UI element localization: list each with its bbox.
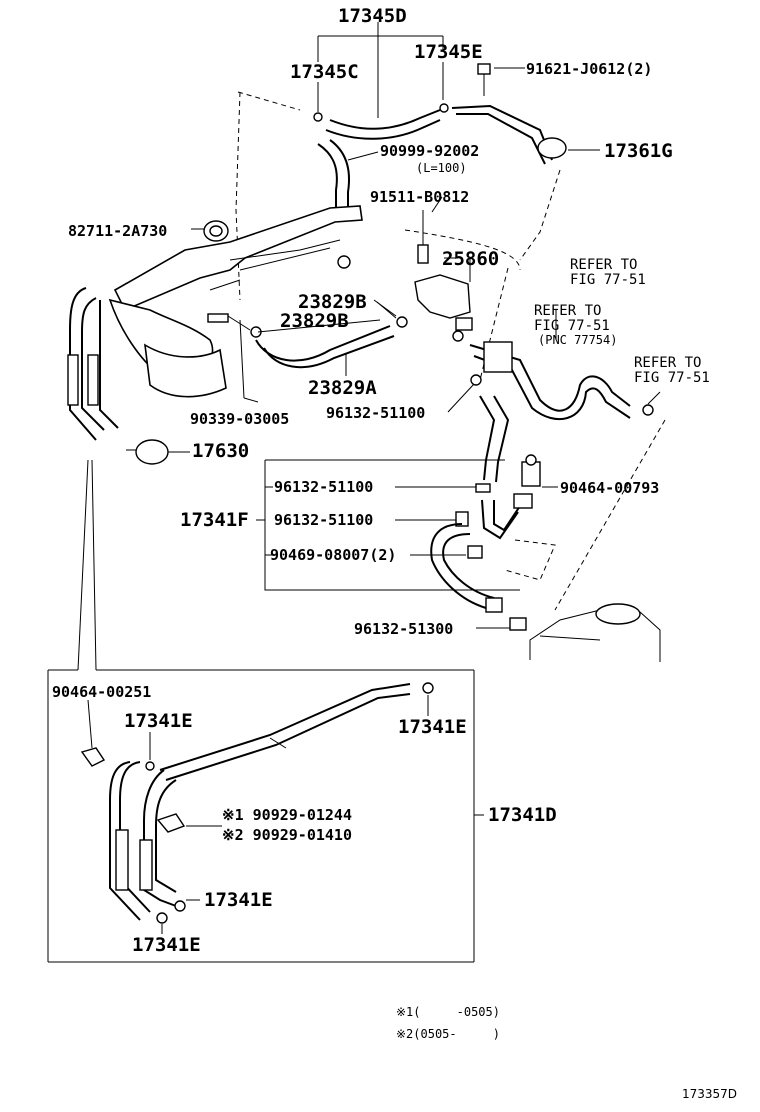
label-17341e-4: 17341E: [132, 934, 201, 956]
label-90999: 90999-92002: [380, 142, 479, 160]
filter-17630: [126, 439, 190, 465]
bracket-17345d: [317, 22, 444, 118]
label-17345d: 17345D: [338, 5, 407, 27]
label-17345c: 17345C: [290, 61, 359, 83]
note-2: ※2(0505- ): [396, 1027, 500, 1041]
label-23829b-1: 23829B: [298, 291, 367, 313]
label-90464-00251: 90464-00251: [52, 683, 151, 701]
hose-17345d: [313, 103, 449, 140]
label-17341e-3: 17341E: [204, 889, 273, 911]
ref-3-line2: FIG 77-51: [634, 370, 710, 386]
hose-23829a: [227, 299, 408, 376]
left-vent-hoses: [67, 287, 119, 441]
label-91511: 91511-B0812: [370, 188, 469, 206]
label-17630: 17630: [192, 440, 249, 462]
label-96132-51300: 96132-51300: [354, 620, 453, 638]
bracket-17361g: [451, 63, 600, 165]
label-96132-a: 96132-51100: [326, 404, 425, 422]
leader-17341f: [256, 486, 510, 629]
label-17341f: 17341F: [180, 509, 249, 531]
figure-id: 173357D: [682, 1087, 737, 1101]
label-96132-b: 96132-51100: [274, 478, 373, 496]
ref-2-line3: (PNC 77754): [538, 333, 617, 347]
vsv-25860: [414, 210, 473, 342]
ref-1-line1: REFER TO: [570, 257, 637, 273]
group-box-17341f-frame: [264, 459, 520, 591]
hose-96132: [455, 374, 533, 559]
label-91621: 91621-J0612(2): [526, 60, 652, 78]
inset-hoses-17341d: [80, 682, 434, 934]
label-82711: 82711-2A730: [68, 222, 167, 240]
hose-17341f: [430, 523, 527, 631]
label-23829a: 23829A: [308, 377, 377, 399]
ref-3-line1: REFER TO: [634, 355, 701, 371]
label-90464-00793: 90464-00793: [560, 479, 659, 497]
hose-90999: [317, 139, 379, 210]
fuel-tank-portion: [529, 603, 661, 662]
hose-right-refer: [469, 310, 654, 421]
label-17341d: 17341D: [488, 804, 557, 826]
label-90469: 90469-08007(2): [270, 546, 396, 564]
label-17341e-1: 17341E: [124, 710, 193, 732]
label-90929-2: ※2 90929-01410: [222, 826, 352, 844]
label-23829b-2: 23829B: [280, 310, 349, 332]
label-96132-c: 96132-51100: [274, 511, 373, 529]
label-90339: 90339-03005: [190, 410, 289, 428]
cap-82711: [192, 220, 229, 242]
note-1: ※1( -0505): [396, 1005, 500, 1019]
group-box-17341d: [47, 670, 484, 963]
label-17345e: 17345E: [414, 41, 483, 63]
bolt-90339: [207, 313, 259, 403]
label-17361g: 17361G: [604, 140, 673, 162]
ref-1-line2: FIG 77-51: [570, 272, 646, 288]
label-17341e-2: 17341E: [398, 716, 467, 738]
label-90999-length: (L=100): [416, 161, 467, 175]
label-90929-1: ※1 90929-01244: [222, 806, 352, 824]
ref-2-line2: FIG 77-51: [534, 318, 610, 334]
leader-lines: [48, 196, 661, 671]
dashed-guides: [235, 91, 666, 611]
ref-2-line1: REFER TO: [534, 303, 601, 319]
valve-90464-00793: [521, 454, 558, 488]
filler-pipe-assembly: [108, 205, 363, 398]
label-25860: 25860: [442, 248, 499, 270]
